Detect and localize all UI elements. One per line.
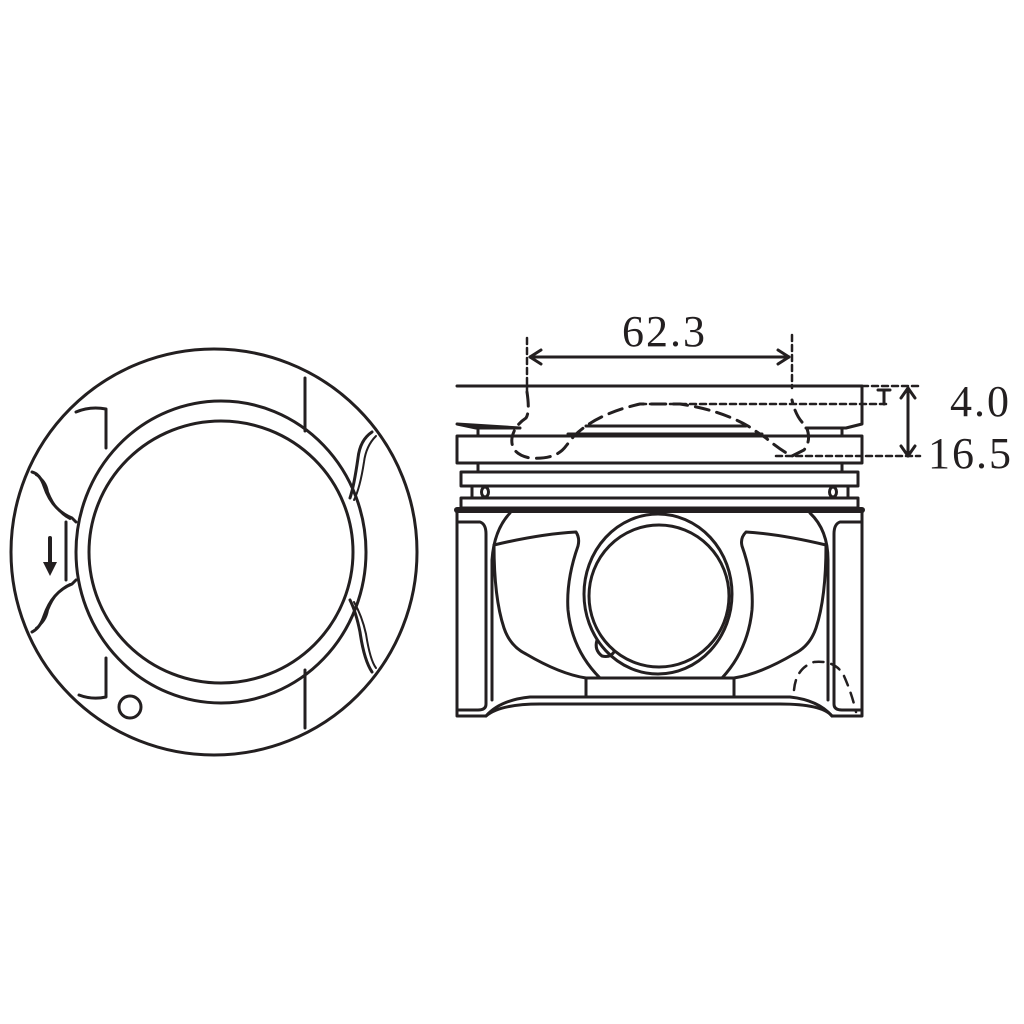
piston-top-view xyxy=(9,347,419,757)
dim-16-arrow-bottom xyxy=(899,444,917,458)
orientation-arrow-icon xyxy=(43,536,57,576)
dim-16-arrow-top xyxy=(899,386,917,400)
top-view-valve-relief-right-lower xyxy=(348,598,374,674)
side-view-pin-boss-bottom xyxy=(584,676,736,699)
side-view-pin-bore-outer xyxy=(582,512,734,676)
dimension-bowl-offset-label: 4.0 xyxy=(950,377,1011,426)
side-view-skirt-dashed-feature xyxy=(792,660,858,714)
side-view-pin-bore-inner xyxy=(587,523,731,669)
dimension-lines xyxy=(525,333,922,458)
side-view-skirt-inner xyxy=(490,511,830,702)
side-view-pin-boss-right xyxy=(720,530,828,680)
top-view-bowl-outer-ring xyxy=(74,399,368,705)
top-view-valve-relief-right-upper xyxy=(348,430,374,500)
side-view-skirt-left-panel xyxy=(455,520,488,712)
dim-62-arrow-right xyxy=(776,348,791,366)
side-view-skirt-bottom-inner xyxy=(484,702,834,718)
side-view-oil-hole-right xyxy=(828,485,838,499)
side-view-oil-groove xyxy=(470,484,850,500)
top-view-valve-relief-left-lower-inner xyxy=(35,583,71,629)
side-view-oil-hole-left xyxy=(480,485,490,499)
side-view-top-land xyxy=(455,384,864,430)
top-view-bowl-inner-ring xyxy=(87,419,355,685)
top-view-valve-pocket-lower-left xyxy=(77,656,108,700)
side-view-skirt-outer xyxy=(455,510,864,718)
side-view-pin-lock-notch xyxy=(594,638,616,658)
top-view-valve-relief-right-lower-inner xyxy=(353,601,377,669)
dim-62-arrow-left xyxy=(528,348,543,366)
side-view-combustion-bowl xyxy=(510,390,811,460)
piston-side-view xyxy=(454,384,865,718)
side-view-skirt-right-panel xyxy=(832,520,864,712)
side-view-pin-boss-left xyxy=(492,530,602,680)
side-view-third-land xyxy=(459,470,860,488)
dimension-bowl-depth-label: 16.5 xyxy=(928,429,1013,478)
top-view-valve-relief-left-upper xyxy=(30,470,78,524)
top-view-valve-relief-right-upper-inner xyxy=(353,435,377,501)
top-view-valve-relief-left-upper-inner xyxy=(35,474,71,520)
top-view-valve-relief-left-lower xyxy=(30,578,78,634)
top-view-hole xyxy=(117,694,143,720)
side-view-second-land xyxy=(455,434,864,465)
side-view-fourth-land xyxy=(459,496,860,510)
dim-4-marker xyxy=(876,388,892,406)
dimension-bowl-diameter-label: 62.3 xyxy=(622,307,707,356)
top-view-outer-circle xyxy=(9,347,419,757)
top-view-valve-pocket-upper-left xyxy=(74,406,108,450)
